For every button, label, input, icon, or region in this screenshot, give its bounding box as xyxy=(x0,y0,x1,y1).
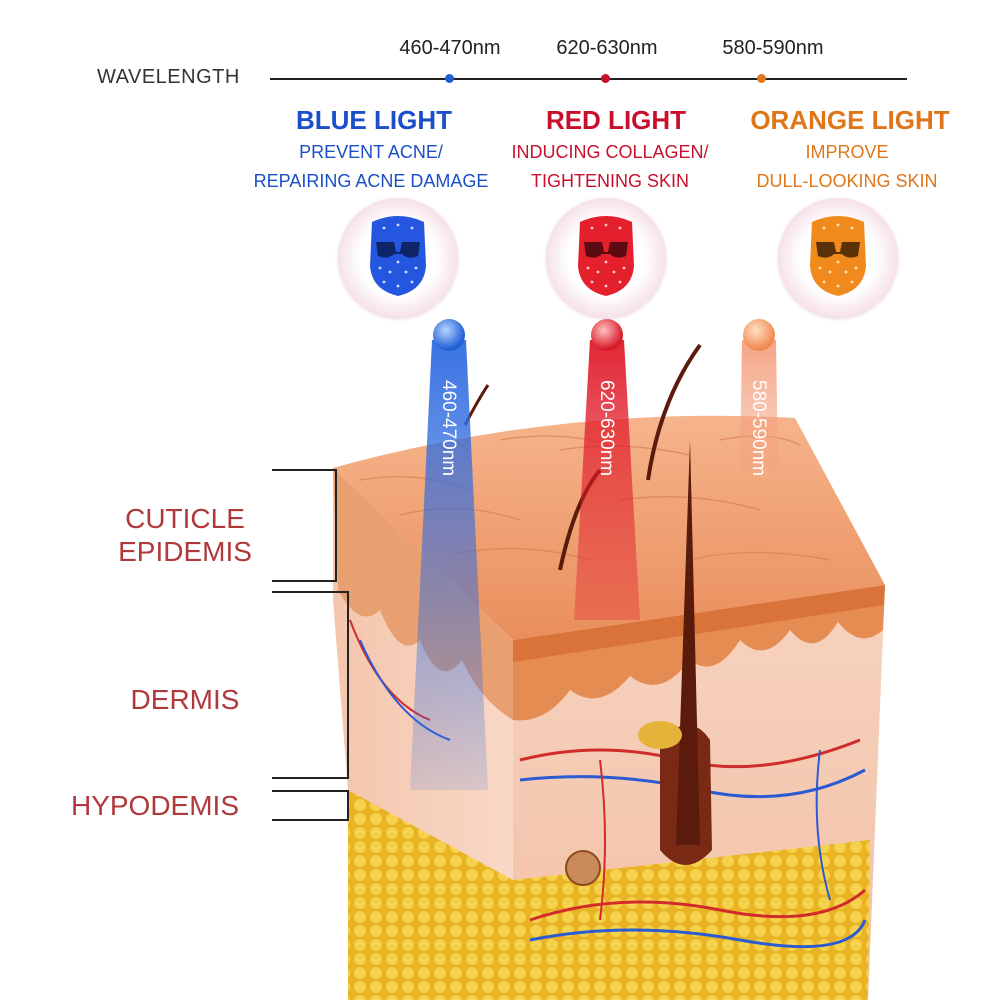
cuticle-epidermis-label: CUTICLE EPIDEMIS xyxy=(100,502,270,568)
red-light-description: INDUCING COLLAGEN/ TIGHTENING SKIN xyxy=(460,138,760,196)
blue-light-title: BLUE LIGHT xyxy=(296,105,452,135)
orange-light-desc-line1: IMPROVE xyxy=(805,142,889,162)
wavelength-axis-line xyxy=(270,78,907,80)
orange-mask-icon xyxy=(778,198,898,318)
orange-light-title: ORANGE LIGHT xyxy=(750,105,950,135)
red-mask-icon xyxy=(546,198,666,318)
epidermis-bracket xyxy=(272,469,337,582)
red-beam-wavelength: 620-630nm xyxy=(596,380,617,477)
wavelength-value-orange: 580-590nm xyxy=(722,37,824,59)
orange-light-desc-line2: DULL-LOOKING SKIN xyxy=(756,171,938,191)
red-light-title: RED LIGHT xyxy=(545,105,687,135)
hypodermis-label: HYPODEMIS xyxy=(70,790,240,821)
red-light-desc-line1: INDUCING COLLAGEN/ xyxy=(511,142,709,162)
orange-beam-wavelength: 580-590nm xyxy=(748,380,769,477)
dermis-label: DERMIS xyxy=(130,684,240,715)
wavelength-label: WAVELENGTH xyxy=(97,66,240,88)
wavelength-dot-orange xyxy=(757,74,766,83)
blue-beam-wavelength: 460-470nm xyxy=(438,380,459,477)
blue-light-desc-line2: REPAIRING ACNE DAMAGE xyxy=(253,171,489,191)
blue-light-description: PREVENT ACNE/ REPAIRING ACNE DAMAGE xyxy=(221,138,521,196)
hypodermis-bracket xyxy=(272,790,349,821)
wavelength-dot-blue xyxy=(445,74,454,83)
epidermis-label: EPIDEMIS xyxy=(118,536,252,567)
red-light-desc-line2: TIGHTENING SKIN xyxy=(530,171,689,191)
wavelength-value-blue: 460-470nm xyxy=(399,37,501,59)
dermis-bracket xyxy=(272,591,349,779)
blue-light-desc-line1: PREVENT ACNE/ xyxy=(299,142,443,162)
blue-mask-icon xyxy=(338,198,458,318)
wavelength-value-red: 620-630nm xyxy=(556,37,658,59)
wavelength-dot-red xyxy=(601,74,610,83)
orange-light-description: IMPROVE DULL-LOOKING SKIN xyxy=(697,138,997,196)
cuticle-label: CUTICLE xyxy=(125,503,245,534)
